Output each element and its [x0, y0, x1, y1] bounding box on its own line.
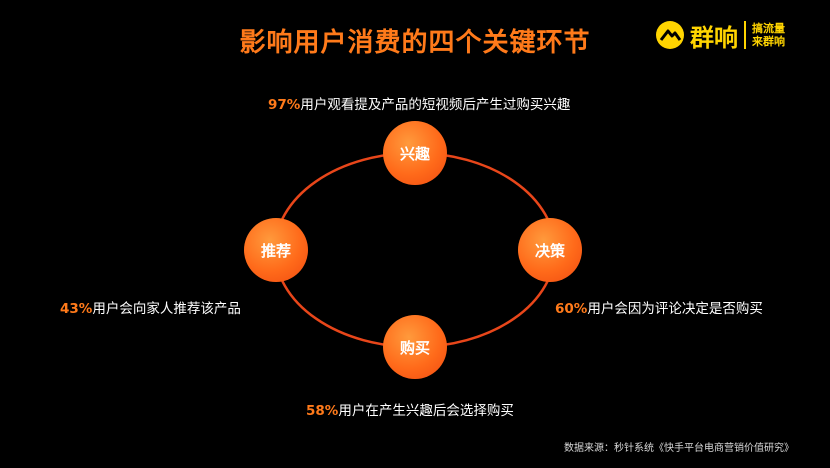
caption-decision-text: 用户会因为评论决定是否购买	[587, 301, 763, 317]
node-recommend: 推荐	[244, 218, 308, 282]
logo-mountain-icon	[656, 21, 684, 49]
data-source-note: 数据来源：秒针系统《快手平台电商营销价值研究》	[564, 443, 794, 454]
node-purchase: 购买	[383, 315, 447, 379]
caption-interest-text: 用户观看提及产品的短视频后产生过购买兴趣	[300, 97, 571, 113]
caption-interest: 97%用户观看提及产品的短视频后产生过购买兴趣	[268, 93, 570, 113]
caption-purchase-text: 用户在产生兴趣后会选择购买	[338, 403, 514, 419]
logo-tagline-2: 来群响	[752, 35, 785, 48]
caption-decision-pct: 60%	[555, 301, 588, 317]
caption-decision: 60%用户会因为评论决定是否购买	[555, 297, 763, 317]
caption-purchase-pct: 58%	[306, 403, 339, 419]
node-decision: 决策	[518, 218, 582, 282]
caption-recommend-text: 用户会向家人推荐该产品	[92, 301, 241, 317]
caption-purchase: 58%用户在产生兴趣后会选择购买	[306, 399, 514, 419]
logo-tagline-1: 搞流量	[752, 22, 785, 35]
caption-recommend: 43%用户会向家人推荐该产品	[60, 297, 241, 317]
logo-divider	[744, 21, 746, 49]
logo-name: 群响	[690, 23, 738, 52]
logo-tagline: 搞流量 来群响	[752, 22, 785, 48]
caption-recommend-pct: 43%	[60, 301, 93, 317]
node-interest: 兴趣	[383, 121, 447, 185]
page-title: 影响用户消费的四个关键环节	[239, 28, 591, 58]
caption-interest-pct: 97%	[268, 97, 301, 113]
brand-logo: 群响 搞流量 来群响	[656, 18, 785, 52]
